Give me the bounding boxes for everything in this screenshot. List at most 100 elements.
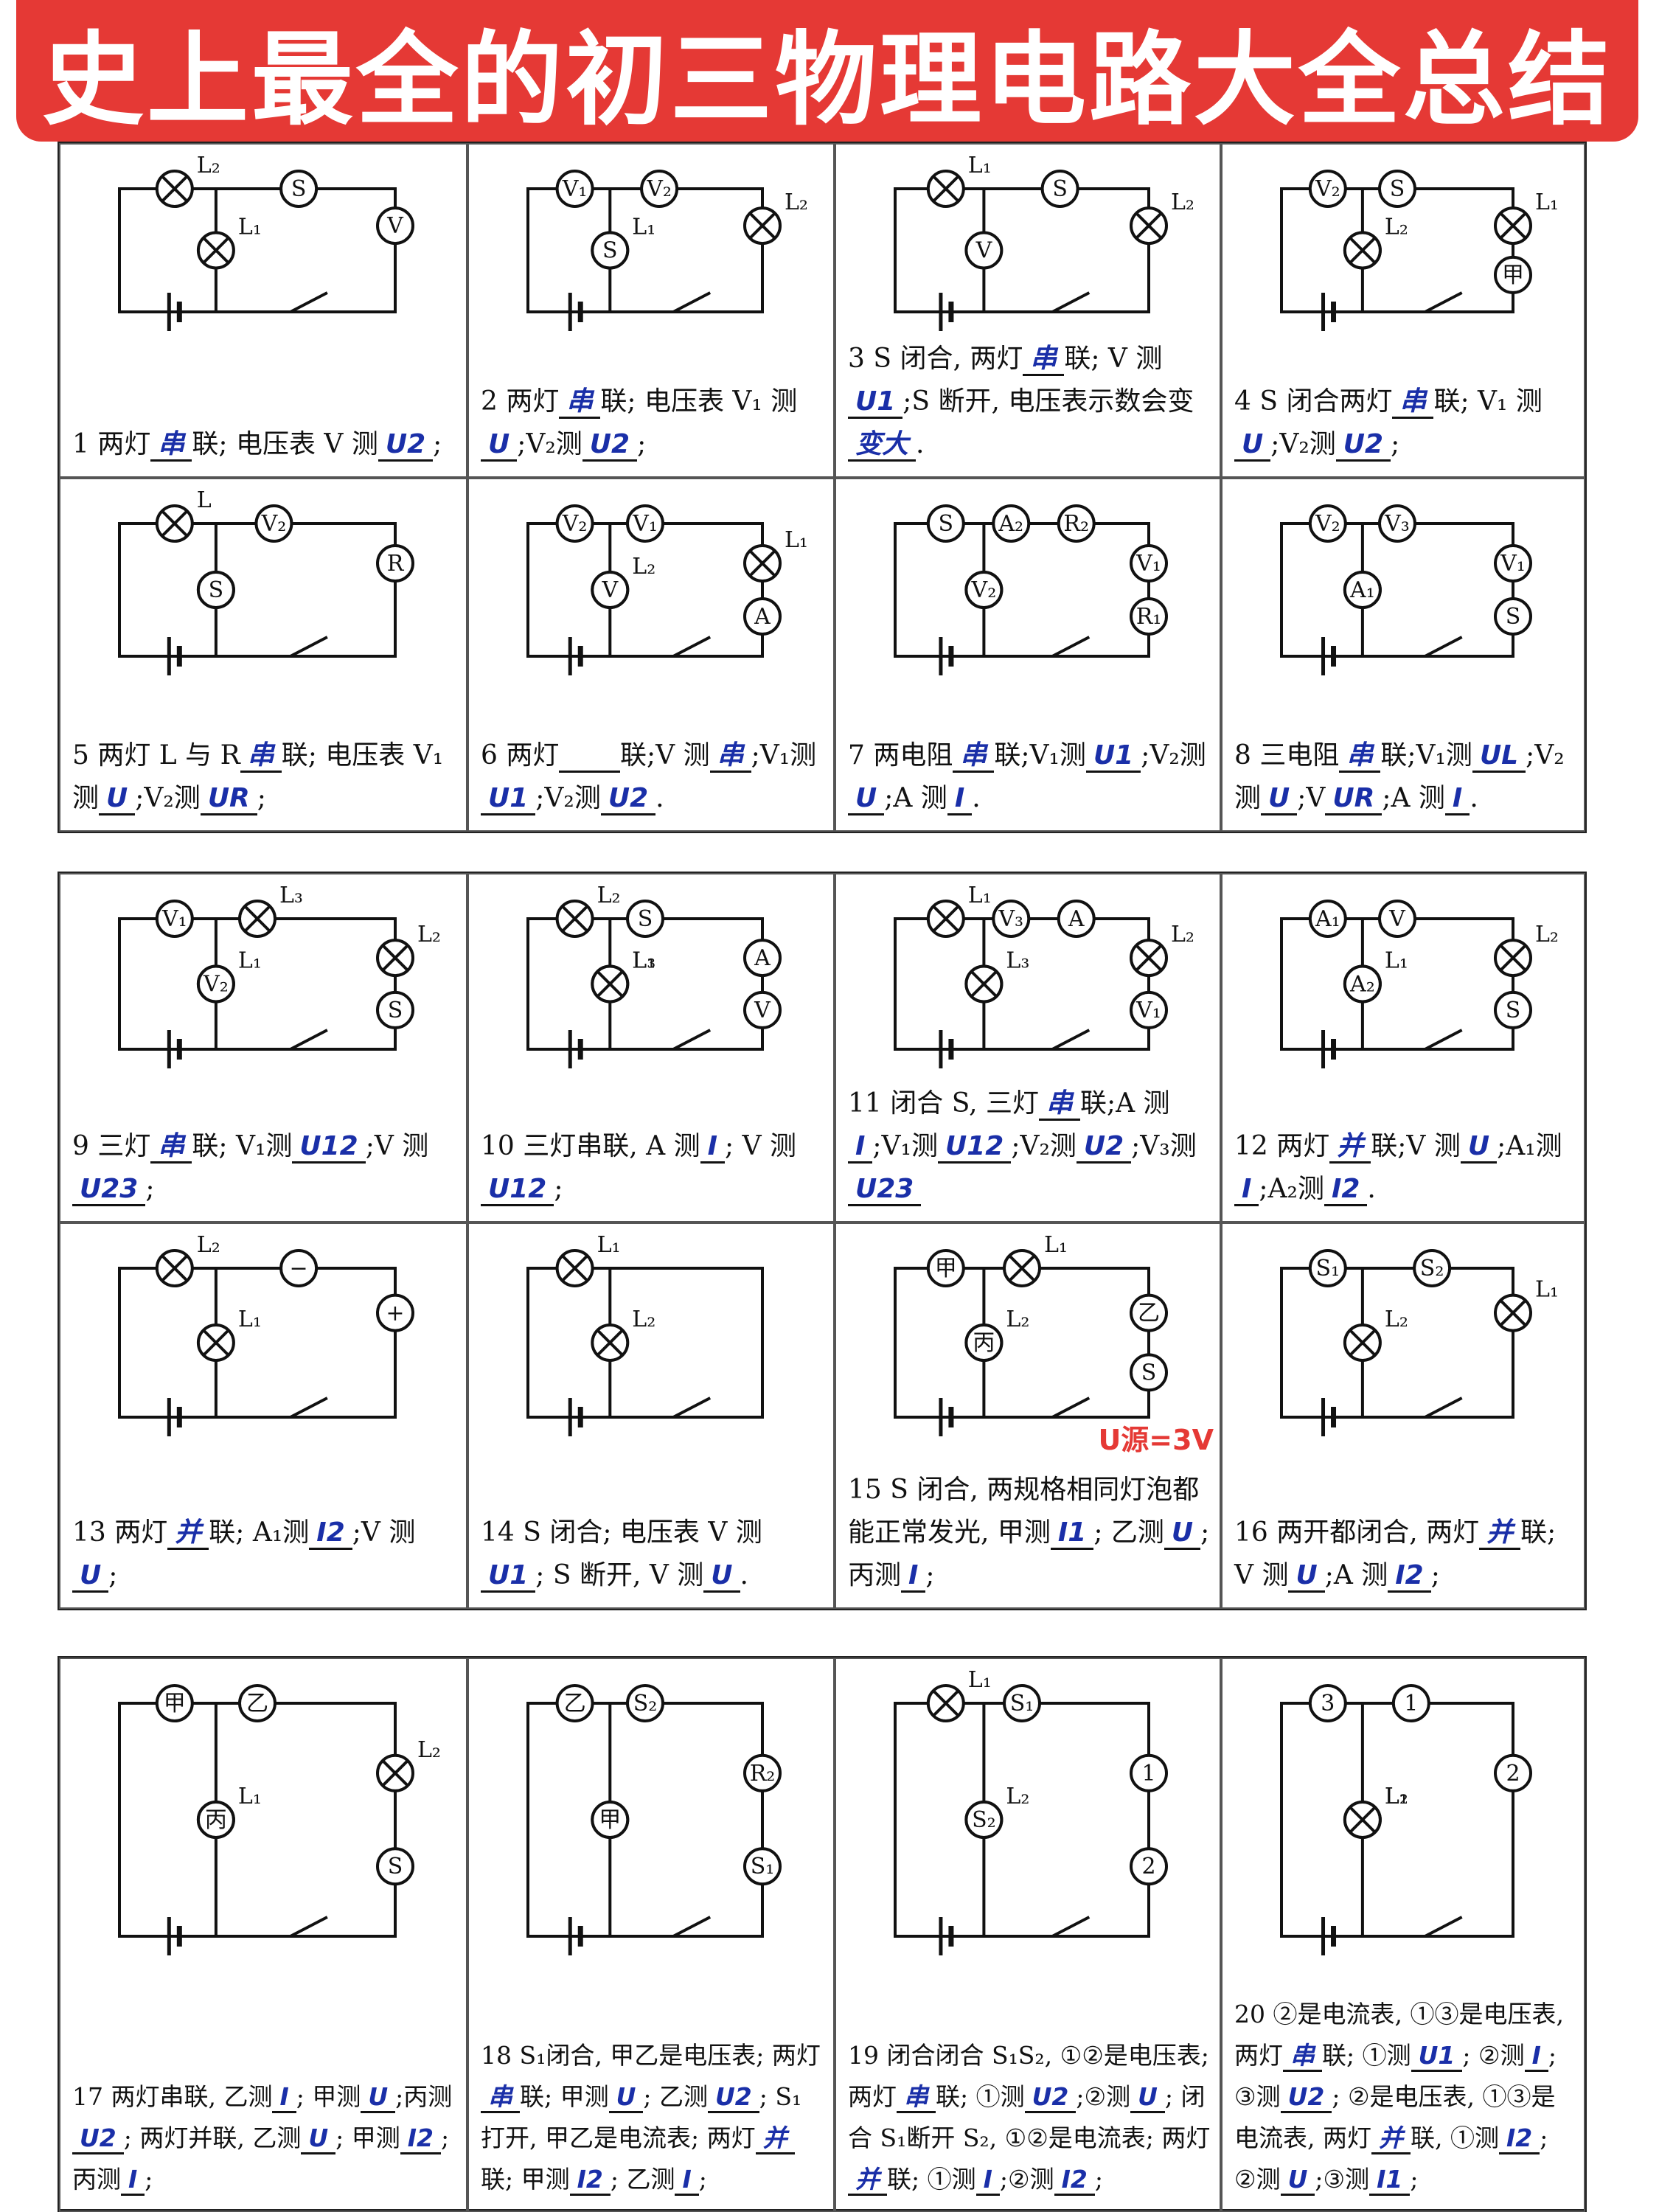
meter-icon: V₁	[555, 170, 594, 208]
component-icon: S₁	[1003, 1684, 1041, 1722]
answer-blank: I2	[569, 2165, 611, 2196]
circuit-wire	[526, 522, 764, 658]
meter-icon: V₁	[1130, 544, 1168, 582]
component-icon: S₁	[1308, 1249, 1347, 1287]
circuit-diagram	[526, 1702, 764, 1955]
component-label: 乙	[1138, 1301, 1160, 1326]
question-fragment: 联;A 测	[1079, 1088, 1170, 1119]
question-fragment: .	[1367, 1174, 1376, 1204]
switch-icon	[1051, 291, 1091, 313]
meter-icon: 1	[1130, 1753, 1168, 1792]
meter-icon: A	[743, 597, 782, 636]
component-icon: S	[376, 990, 414, 1029]
circuit-wire	[894, 917, 1150, 1051]
lamp-icon: L₂	[1343, 1307, 1408, 1362]
answer-blank: U	[608, 2082, 644, 2113]
component-label: 乙	[564, 1691, 586, 1717]
lamp-icon: L₁	[196, 215, 262, 270]
answer-blank: 串	[150, 1131, 192, 1164]
circuit-diagram	[526, 1267, 764, 1436]
component-label: 2	[1506, 1761, 1520, 1787]
meter-icon: V₂	[1308, 504, 1347, 543]
question-fragment: 联, ①测	[1410, 2124, 1499, 2152]
answer-blank: U12	[937, 1131, 1012, 1164]
lamp-icon: L₂	[1494, 922, 1559, 978]
component-label: V₂	[1315, 511, 1340, 537]
switch-icon	[1051, 1397, 1091, 1419]
answer-blank: 串	[150, 429, 192, 462]
component-icon: S	[1494, 597, 1532, 636]
question-fragment: ;	[433, 429, 442, 459]
component-label: R	[387, 551, 405, 577]
question-fragment: 联; ①测	[1322, 2041, 1411, 2070]
component-label: S₁	[1316, 1256, 1340, 1281]
question-fragment: ; ③测	[1234, 2041, 1557, 2111]
answer-blank: UL	[1472, 740, 1526, 773]
question-fragment: 8 三电阻	[1234, 740, 1340, 771]
component-icon: S	[279, 170, 319, 208]
question-fragment: 1 两灯	[72, 429, 151, 459]
component-label: L₂	[197, 1232, 220, 1258]
meter-icon: V	[591, 571, 630, 609]
question-fragment: .	[655, 783, 664, 813]
answer-blank: U	[72, 1560, 109, 1593]
circuit-svg: 乙R₁R₂S₂甲S₁	[526, 1684, 782, 1955]
component-label: L₂	[632, 1307, 655, 1332]
meter-icon: 甲	[1494, 255, 1532, 294]
component-label: A₂	[998, 511, 1023, 537]
question-fragment: 联; V₁测	[192, 1131, 293, 1161]
question-fragment: 联; ①测	[887, 2165, 976, 2194]
circuit-wire	[1280, 522, 1514, 658]
lamp-icon: L₁	[1003, 1232, 1068, 1287]
question-fragment: ; ②是电压表, ①③是电流表, 两灯	[1234, 2082, 1556, 2152]
component-label: S₂	[1420, 1256, 1444, 1281]
component-label: 甲	[599, 1807, 621, 1833]
component-icon: S₁	[743, 1847, 782, 1886]
switch-icon	[289, 291, 328, 313]
answer-blank: I2	[1324, 1174, 1368, 1206]
switch-icon	[289, 1029, 328, 1051]
meter-icon: A₂	[1343, 964, 1382, 1004]
question-fragment: ; S 断开, V 测	[535, 1560, 704, 1590]
circuit-diagram	[1280, 1267, 1514, 1436]
component-label: S₂	[633, 1691, 658, 1717]
question-fragment: 5 两灯 L 与 R	[72, 740, 240, 771]
question-fragment: ;	[145, 1174, 155, 1204]
lamp-icon: L₁	[196, 1307, 262, 1362]
lamp-icon: L₃	[964, 948, 1029, 1004]
meter-icon: 3	[1308, 1684, 1347, 1722]
meter-icon: A	[1057, 900, 1096, 938]
lamp-icon: L₂	[376, 922, 441, 978]
question-fragment: 19 闭合闭合 S₁S₂, ①②是电压表; 两灯	[848, 2041, 1209, 2111]
component-label: 甲	[164, 1691, 186, 1717]
component-label: V₁	[161, 906, 187, 932]
answer-blank: I	[675, 2165, 699, 2196]
question-fragment: ;	[108, 1560, 118, 1590]
question-fragment: ;	[698, 2165, 707, 2194]
component-label: L₁	[1535, 1277, 1559, 1303]
answer-blank: U2	[378, 429, 434, 462]
component-label: L₃	[632, 948, 655, 974]
question-fragment: 20 ②是电流表, ①③是电压表, 两灯	[1234, 2000, 1564, 2070]
circuit-diagram	[894, 522, 1150, 675]
circuit-wire	[894, 522, 1150, 658]
component-label: L₁	[632, 948, 655, 974]
question-fragment: 联;V 测	[620, 740, 710, 771]
question-fragment: 联; 甲测	[481, 2165, 570, 2194]
component-label: S	[1390, 176, 1405, 202]
lamp-icon: L₁	[555, 1232, 621, 1287]
component-label: L₂	[1385, 215, 1408, 240]
component-label: V	[386, 213, 404, 239]
question-fragment: ; 乙测	[1093, 1517, 1164, 1548]
circuit-svg: L₁ L₂	[526, 1232, 764, 1436]
